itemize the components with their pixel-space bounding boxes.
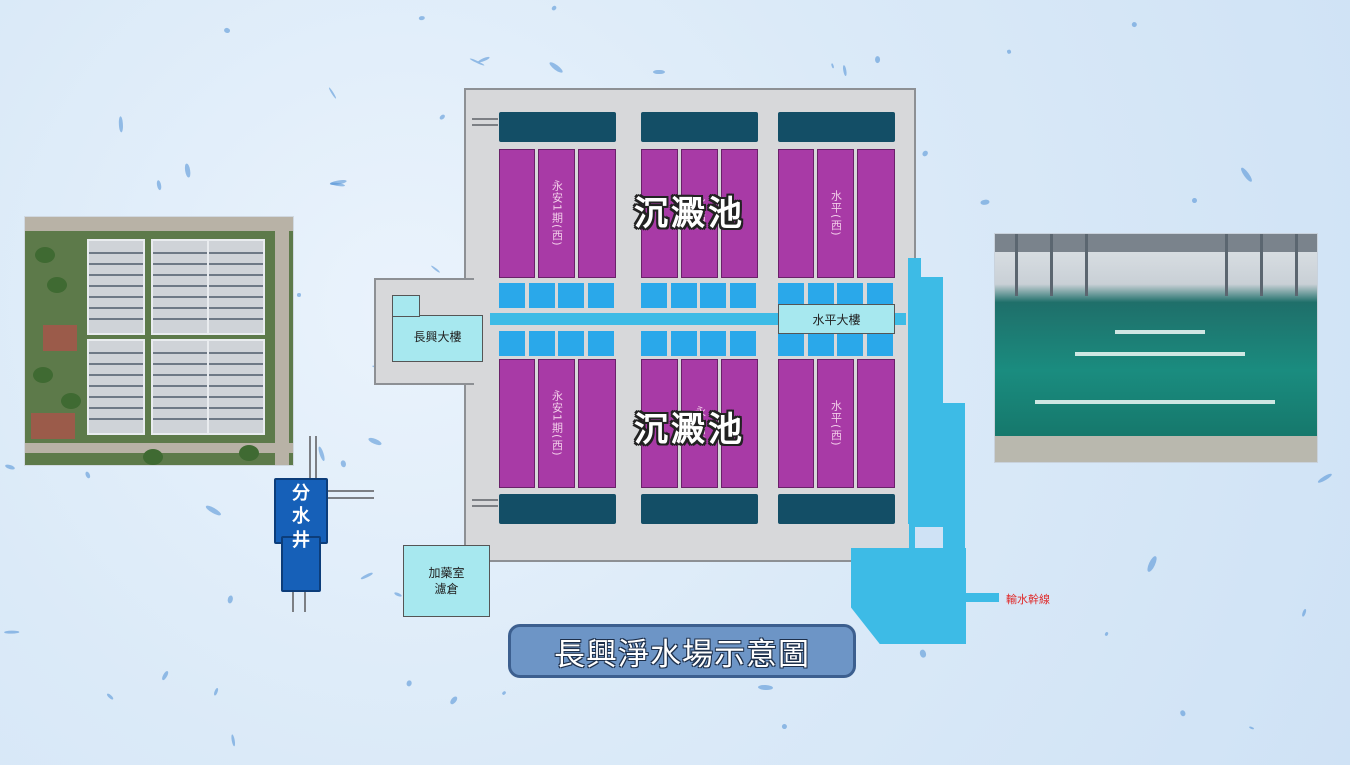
changxing-annex: [392, 295, 420, 317]
basin: 永安1期(西): [538, 149, 575, 278]
diversion-well-label: 分 水 井: [274, 482, 328, 590]
inlet-channel: [778, 112, 895, 142]
diagram-title: 長興淨水場示意圖: [508, 624, 856, 678]
outlet-label: 輸水幹線: [1006, 591, 1050, 607]
basin: [499, 359, 535, 488]
flocculation-cell: [641, 283, 667, 308]
basin: [778, 359, 814, 488]
flocculation-cell: [499, 283, 525, 308]
flocculation-cell: [588, 283, 614, 308]
basin: [499, 149, 535, 278]
flocculation-cell: [529, 283, 555, 308]
flocculation-cell: [837, 331, 863, 356]
shuiping-building: 水平大樓: [778, 304, 895, 334]
flocculation-cell: [671, 283, 697, 308]
flocculation-cell: [588, 331, 614, 356]
flocculation-cell: [700, 283, 726, 308]
inlet-channel: [778, 494, 895, 524]
flocculation-cell: [730, 283, 756, 308]
inlet-channel: [641, 494, 758, 524]
outlet-main: [965, 593, 999, 602]
basin: [857, 149, 895, 278]
basin: [857, 359, 895, 488]
aerial-photo: [24, 216, 294, 466]
flocculation-cell: [808, 331, 834, 356]
flocculation-cell: [558, 283, 584, 308]
basin: [778, 149, 814, 278]
flocculation-cell: [730, 331, 756, 356]
inlet-channel: [499, 112, 616, 142]
inlet-channel: [499, 494, 616, 524]
inlet-channel: [641, 112, 758, 142]
flocculation-cell: [558, 331, 584, 356]
basin: 水平(西): [817, 149, 854, 278]
flocculation-cell: [671, 331, 697, 356]
basin: [578, 149, 616, 278]
flocculation-cell: [641, 331, 667, 356]
dosing-building: 加藥室 濾倉: [403, 545, 490, 617]
basin-label-bottom: 沉澱池: [634, 402, 745, 451]
changxing-building: 長興大樓: [392, 315, 483, 362]
flocculation-cell: [778, 331, 804, 356]
flocculation-cell: [529, 331, 555, 356]
flocculation-cell: [867, 331, 893, 356]
flocculation-cell: [700, 331, 726, 356]
basin-label-top: 沉澱池: [634, 186, 745, 235]
flocculation-cell: [499, 331, 525, 356]
sedimentation-tank-photo: [994, 233, 1318, 463]
basin: 水平(西): [817, 359, 854, 488]
basin: 永安1期(西): [538, 359, 575, 488]
basin: [578, 359, 616, 488]
clear-well: [851, 548, 966, 644]
